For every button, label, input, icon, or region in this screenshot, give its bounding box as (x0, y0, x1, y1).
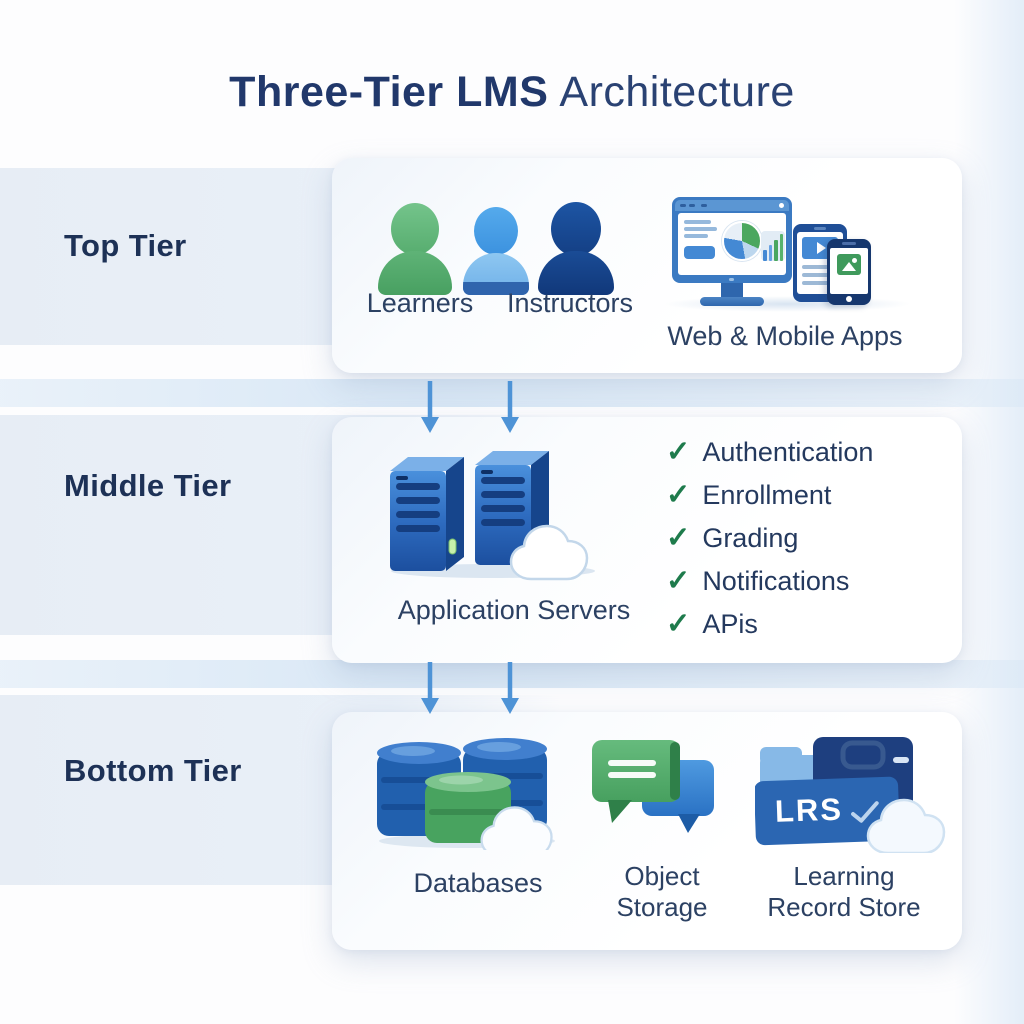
down-arrow-icon (501, 662, 519, 714)
down-arrow-icon (421, 662, 439, 714)
admin-person-icon (538, 202, 614, 295)
top-tier-card: Learners Instructors (332, 158, 962, 373)
image-icon (837, 254, 861, 275)
middle-tier-label: Middle Tier (64, 468, 232, 503)
check-icon: ✓ (666, 436, 691, 468)
object-storage-icon (592, 740, 714, 833)
object-storage-label: Object Storage (582, 861, 742, 923)
monitor-stand (721, 283, 743, 299)
feature-item: ✓ APis (666, 609, 873, 639)
databases-label: Databases (413, 868, 543, 898)
person-head (391, 203, 439, 255)
cloud-icon (509, 524, 589, 581)
title-emphasis: Three-Tier LMS (229, 68, 549, 116)
lrs-badge: LRS (774, 791, 844, 829)
monitor-topbar (675, 200, 789, 211)
feature-item: ✓ Authentication (666, 437, 873, 467)
bottom-tier-card: Databases (332, 712, 962, 950)
monitor-icon (672, 197, 792, 283)
learner-person-icon (378, 203, 452, 295)
devices-shadow (662, 296, 912, 312)
dashboard-button (684, 246, 715, 259)
learning-record-store-icon (755, 737, 946, 853)
application-servers-label: Application Servers (397, 595, 631, 625)
instructors-label: Instructors (506, 288, 634, 318)
application-servers-icon (390, 451, 595, 581)
check-icon: ✓ (666, 522, 691, 554)
check-icon: ✓ (666, 565, 691, 597)
phone-icon (827, 239, 871, 305)
feature-label: Authentication (702, 437, 874, 467)
title-rest: Architecture (559, 68, 795, 116)
lrs-line2: Record Store (767, 892, 921, 922)
lrs-line1: Learning (793, 861, 895, 891)
cloud-icon (866, 798, 946, 853)
person-head (551, 202, 601, 256)
databases-icon (377, 738, 555, 850)
feature-item: ✓ Notifications (666, 566, 873, 596)
object-storage-line1: Object (624, 861, 700, 891)
lrs-folder-icon (755, 776, 900, 846)
person-head (474, 207, 518, 255)
feature-label: Notifications (702, 566, 850, 596)
monitor-screen (678, 213, 786, 275)
cloud-icon (480, 806, 553, 850)
check-icon: ✓ (666, 608, 691, 640)
object-storage-line2: Storage (616, 892, 708, 922)
bottom-tier-label: Bottom Tier (64, 753, 242, 788)
led-indicator (448, 538, 457, 555)
down-arrow-icon (501, 381, 519, 433)
lrs-label: Learning Record Store (744, 861, 944, 923)
feature-item: ✓ Grading (666, 523, 873, 553)
shirt-stripe (463, 282, 529, 295)
bar-chart-icon (761, 227, 785, 261)
down-arrow-icon (421, 381, 439, 433)
middle-tier-card: Application Servers ✓ Authentication ✓ E… (332, 417, 962, 663)
feature-label: APis (702, 609, 758, 639)
web-mobile-apps-label: Web & Mobile Apps (667, 321, 903, 351)
monitor-base (700, 297, 764, 306)
green-bubble-icon (592, 740, 680, 823)
pie-chart-icon (722, 221, 762, 261)
learners-label: Learners (366, 288, 474, 318)
feature-label: Enrollment (702, 480, 832, 510)
server-tower-icon (390, 457, 464, 571)
right-edge-tint (954, 0, 1024, 1024)
check-icon: ✓ (666, 479, 691, 511)
instructor-person-icon (463, 207, 529, 295)
feature-checklist: ✓ Authentication ✓ Enrollment ✓ Grading … (666, 437, 873, 639)
feature-item: ✓ Enrollment (666, 480, 873, 510)
feature-label: Grading (702, 523, 799, 553)
top-tier-label: Top Tier (64, 228, 187, 263)
